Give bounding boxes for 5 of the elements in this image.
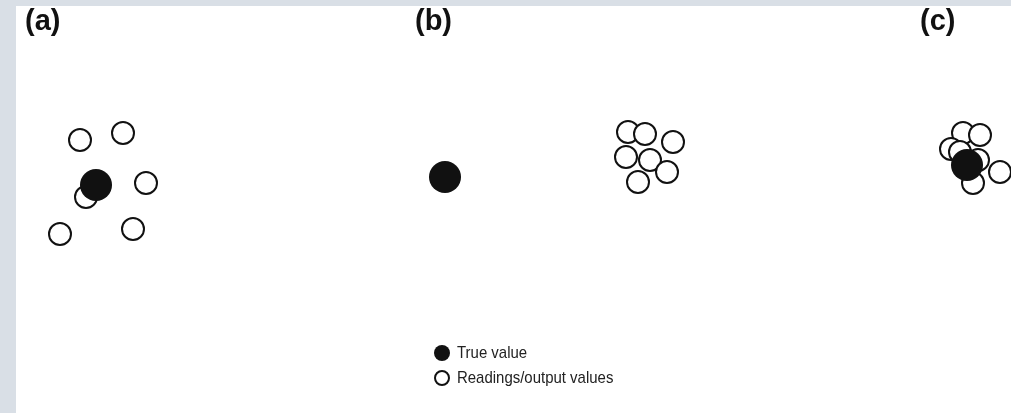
panel-label: (c) [920, 6, 956, 35]
panel-label: (a) [25, 6, 61, 35]
legend-text: Readings/output values [457, 369, 614, 386]
panel-label: (b) [415, 6, 453, 35]
legend-text: True value [457, 344, 528, 361]
